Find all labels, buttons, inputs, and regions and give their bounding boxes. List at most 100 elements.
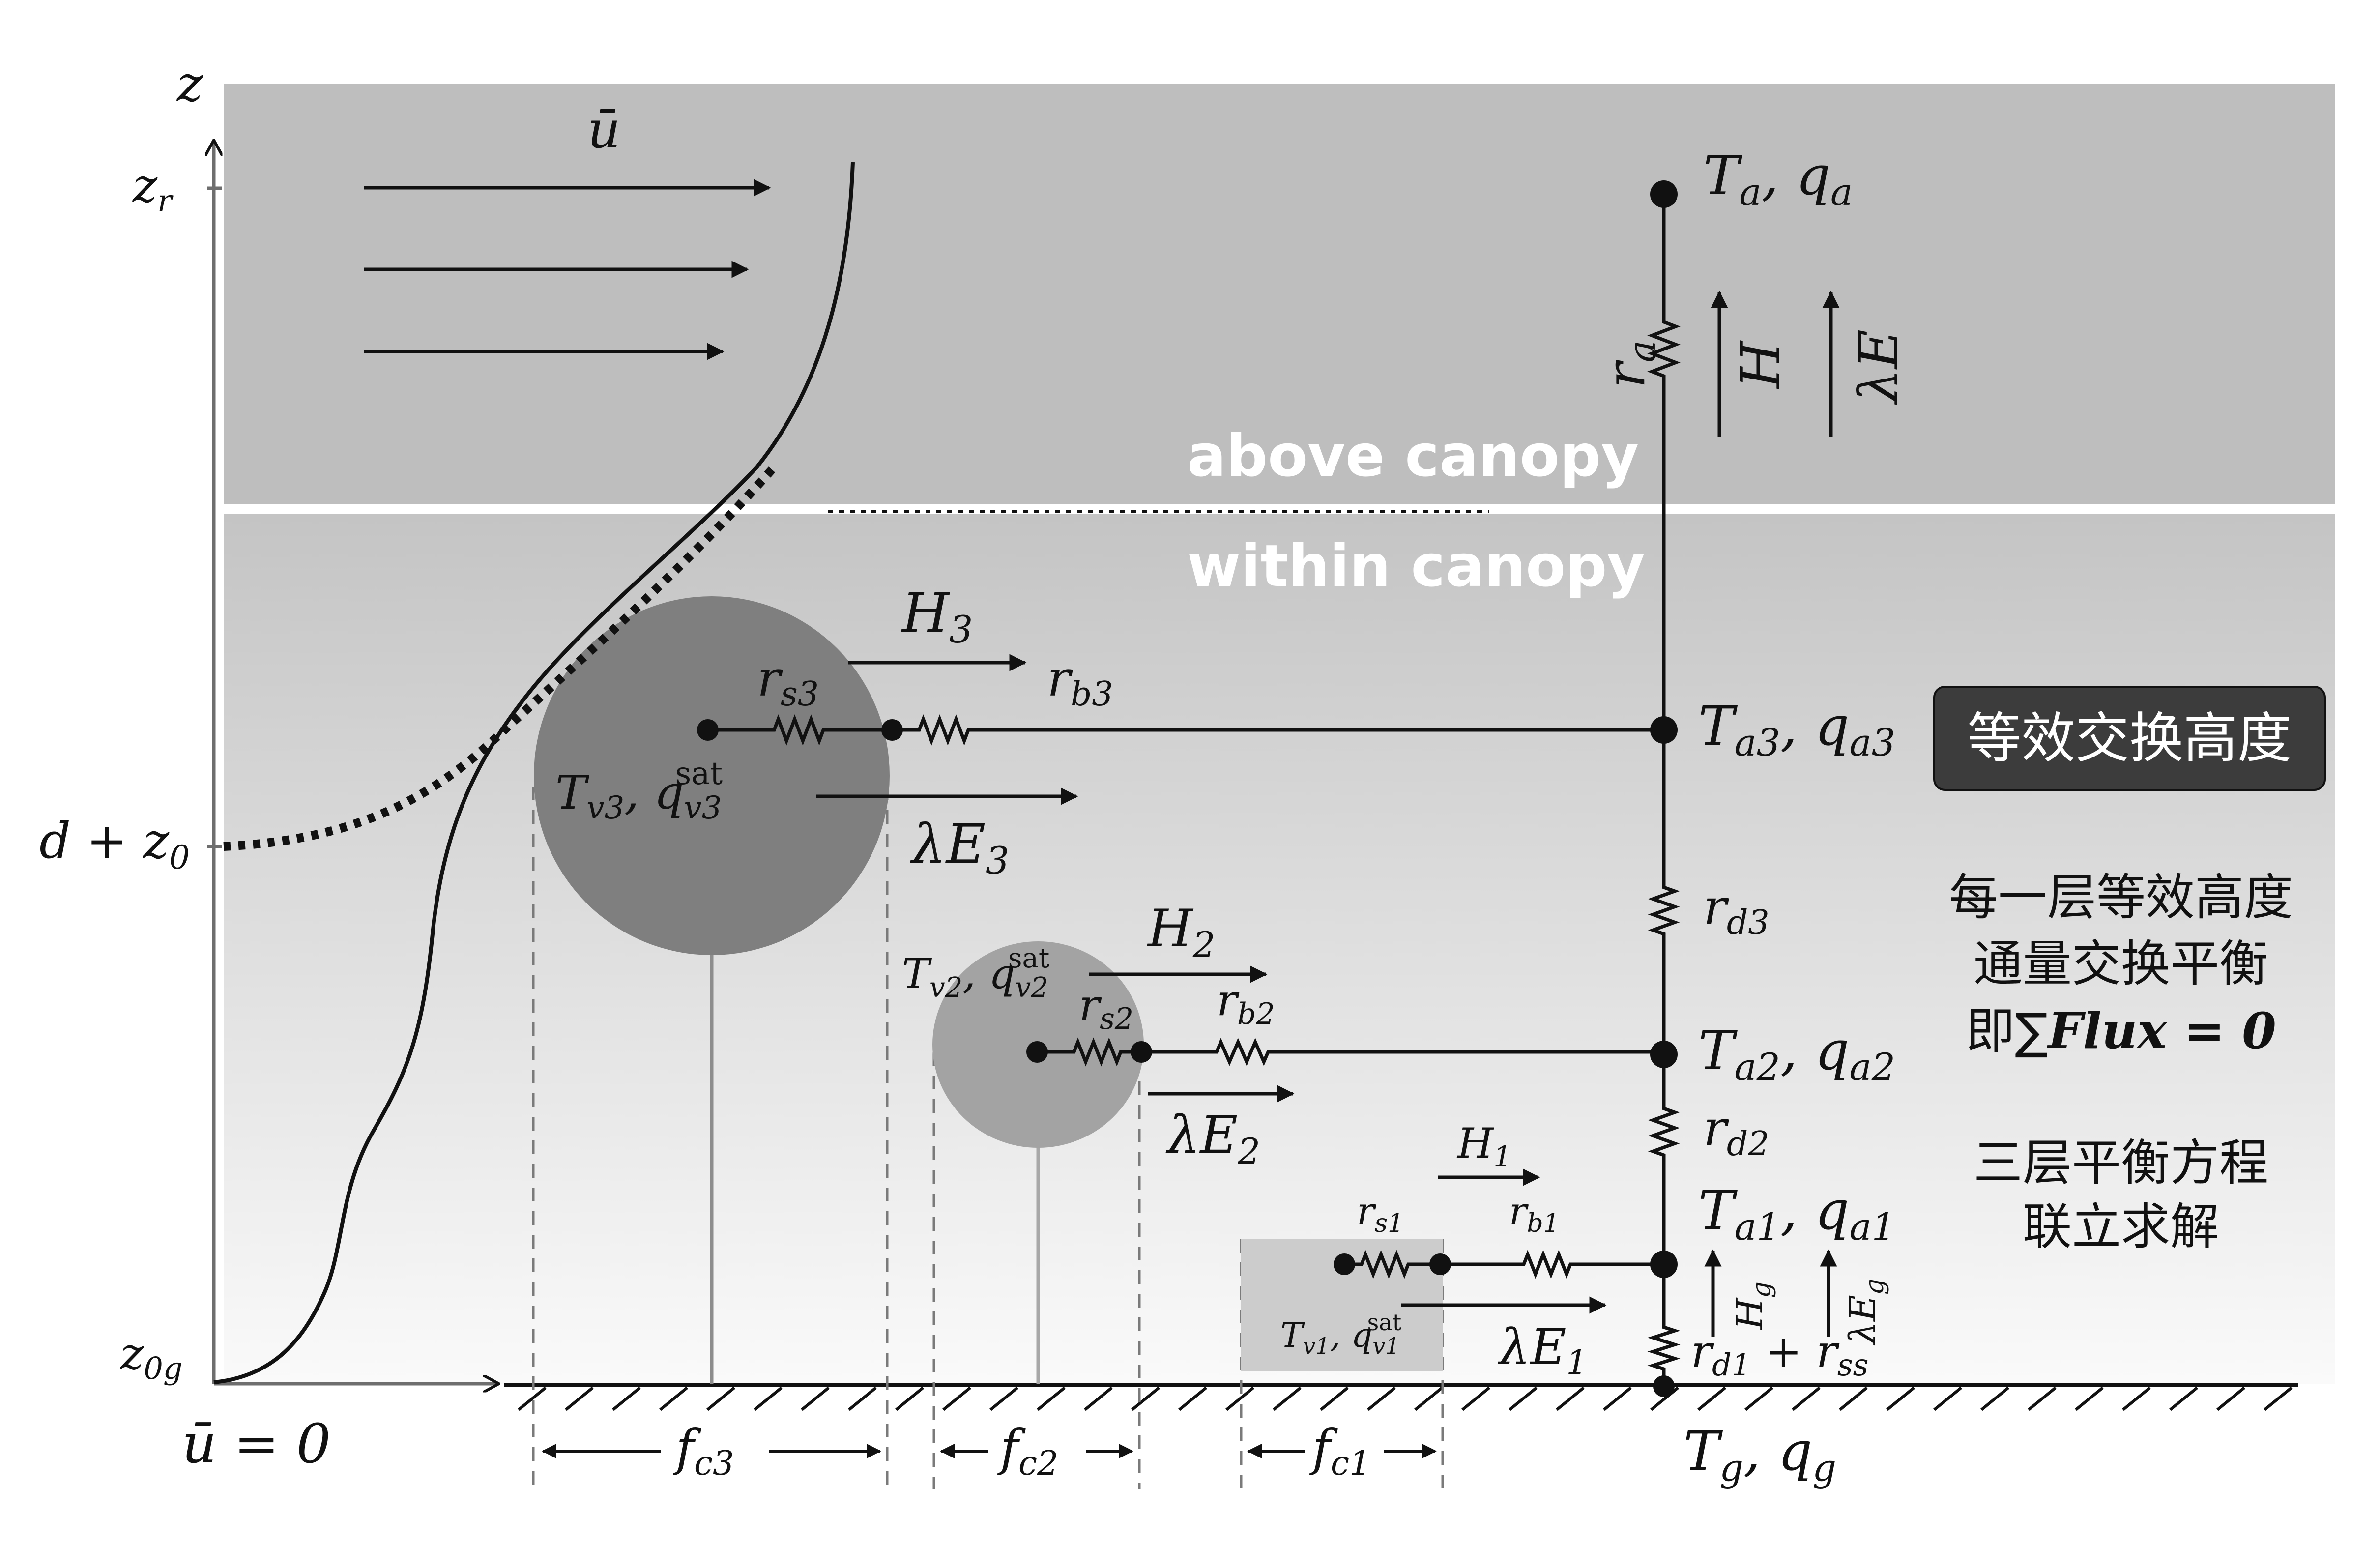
node-Ta1 <box>1650 1251 1678 1278</box>
hatch-mark <box>1650 1386 1679 1411</box>
equivalent-height-box <box>1933 686 2326 791</box>
hatch-mark <box>1225 1386 1254 1411</box>
res-label-rd2: rd2 <box>1703 1100 1770 1164</box>
hatch-mark <box>801 1386 830 1411</box>
res-label-rs3: rs3 <box>757 650 819 714</box>
hatch-mark <box>1084 1386 1113 1411</box>
hatch-mark <box>1980 1386 2009 1411</box>
hatch-mark <box>989 1386 1018 1411</box>
u-zero-label: ū = 0 <box>182 1412 331 1475</box>
hatch-mark <box>2216 1386 2245 1411</box>
hatch-mark <box>2169 1386 2198 1411</box>
res-label-rd1: rd1 + rss <box>1691 1326 1868 1383</box>
hatch-mark <box>1697 1386 1726 1411</box>
hatch-mark <box>1414 1386 1443 1411</box>
node-label-Ta3: Ta3, qa3 <box>1698 695 1895 764</box>
z0g-label: z0g <box>120 1328 183 1386</box>
hatch-mark <box>1367 1386 1396 1411</box>
note-line-1: 每一层等效高度 <box>1949 869 2293 926</box>
hatch-mark <box>1178 1386 1207 1411</box>
node-Tg <box>1653 1375 1675 1397</box>
hatch-mark <box>1320 1386 1349 1411</box>
hatch-mark <box>2075 1386 2104 1411</box>
within-canopy-label: within canopy <box>1187 532 1645 600</box>
hatch-mark <box>2122 1386 2151 1411</box>
hatch-mark <box>942 1386 971 1411</box>
hatch-mark <box>2264 1386 2293 1411</box>
hatch-mark <box>706 1386 735 1411</box>
node-s3 <box>881 719 903 741</box>
hatch-mark <box>1886 1386 1915 1411</box>
d-z0-label: d + z0 <box>39 812 190 876</box>
flux-label-LE1: λE1 <box>1497 1318 1588 1382</box>
hatch-mark <box>1556 1386 1585 1411</box>
res-label-rs2: rs2 <box>1079 980 1133 1036</box>
flux-label-Hg: Hg <box>1729 1282 1776 1331</box>
node-Ta2 <box>1650 1041 1678 1068</box>
node-Ta3 <box>1650 716 1678 744</box>
res-label-rd3: rd3 <box>1703 878 1770 942</box>
hatch-mark <box>1603 1386 1632 1411</box>
flux-label-H3: H3 <box>901 582 973 651</box>
flux-label-H: H <box>1729 340 1792 389</box>
flux-label-H2: H2 <box>1147 899 1215 965</box>
note-line-3: 即∑Flux = 0 <box>1966 1002 2276 1060</box>
hatch-mark <box>612 1386 641 1411</box>
hatch-mark <box>2028 1386 2057 1411</box>
nodes <box>697 180 1678 1397</box>
wind-profile-curve <box>213 162 855 1384</box>
fraction-label-fc2: fc2 <box>997 1419 1058 1483</box>
res-label-rb1: rb1 <box>1509 1189 1560 1238</box>
hatch-mark <box>659 1386 688 1411</box>
flux-label-LEg: λEg <box>1842 1279 1889 1346</box>
leaf-label-v1: Tv1, qv1sat <box>1280 1309 1402 1359</box>
fraction-label-fc3: fc3 <box>672 1419 734 1483</box>
hatch-mark <box>1839 1386 1868 1411</box>
node-label-Ta2: Ta2, qa2 <box>1698 1019 1895 1089</box>
flux-label-LE3: λE3 <box>910 813 1009 882</box>
hatch-mark <box>565 1386 594 1411</box>
flux-label-LE: λE <box>1847 329 1910 405</box>
equivalent-height-label: 等效交换高度 <box>1967 707 2292 770</box>
fraction-label-fc1: fc1 <box>1309 1419 1370 1483</box>
res-label-rb2: rb2 <box>1217 975 1275 1031</box>
above-canopy-region <box>224 84 2335 504</box>
node-Ta <box>1650 180 1678 208</box>
z-axis-label: z <box>176 55 203 113</box>
hatch-mark <box>1273 1386 1302 1411</box>
hatch-mark <box>1792 1386 1821 1411</box>
hatch-mark <box>895 1386 924 1411</box>
leaf-label-v3: Tv3, qv3sat <box>555 756 723 826</box>
node-label-Tg: Tg, qg <box>1683 1420 1836 1489</box>
hatch-mark <box>518 1386 547 1411</box>
ground-hatching <box>518 1386 2293 1411</box>
above-canopy-label: above canopy <box>1187 422 1639 490</box>
note-line-5: 联立求解 <box>2023 1198 2219 1255</box>
u-bar-label: ū <box>587 100 621 160</box>
hatch-mark <box>1933 1386 1962 1411</box>
z-r-label: zr <box>132 159 174 219</box>
hatch-mark <box>1461 1386 1490 1411</box>
node-v3 <box>697 719 719 741</box>
note-line-4: 三层平衡方程 <box>1974 1134 2268 1192</box>
hatch-mark <box>848 1386 877 1411</box>
hatch-mark <box>1509 1386 1538 1411</box>
flux-label-H1: H1 <box>1456 1119 1511 1173</box>
node-label-Ta: Ta, qa <box>1703 144 1853 214</box>
hatch-mark <box>1744 1386 1773 1411</box>
hatch-mark <box>1037 1386 1066 1411</box>
leaf-label-v2: Tv2, qv2sat <box>902 942 1050 1004</box>
hatch-mark <box>1131 1386 1160 1411</box>
node-label-Ta1: Ta1, qa1 <box>1698 1179 1895 1249</box>
res-label-rb3: rb3 <box>1047 650 1113 714</box>
node-s2 <box>1131 1041 1152 1063</box>
node-v1 <box>1334 1253 1355 1275</box>
vertical-trunk <box>1647 194 1681 1386</box>
node-s1 <box>1429 1253 1451 1275</box>
flux-label-LE2: λE2 <box>1165 1105 1260 1172</box>
res-label-rs1: rs1 <box>1357 1189 1404 1238</box>
node-v2 <box>1026 1041 1048 1063</box>
res-label-ra: ra <box>1594 340 1664 388</box>
crown3 <box>534 596 890 955</box>
